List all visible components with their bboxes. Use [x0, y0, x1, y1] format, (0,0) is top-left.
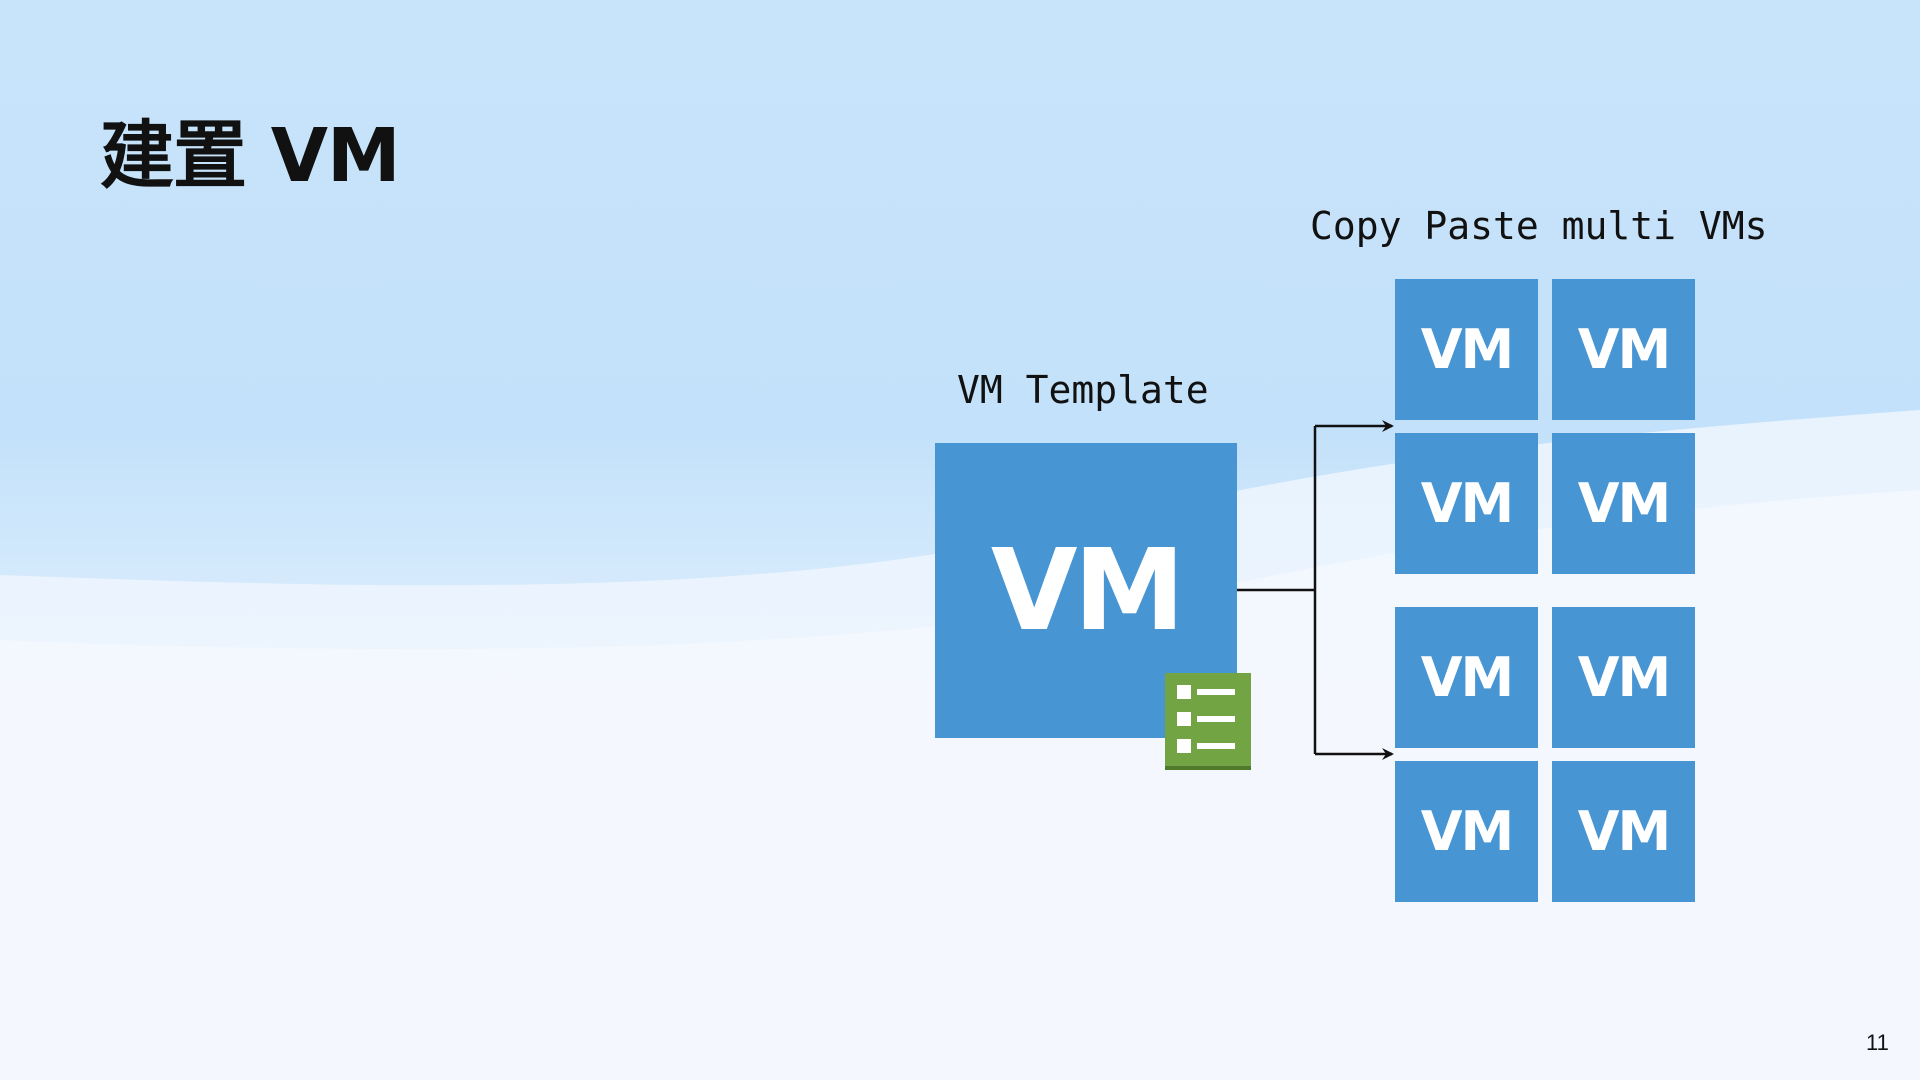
- vm-copy-label: VM: [1420, 800, 1515, 863]
- vm-copy-box: VM: [1552, 433, 1695, 574]
- vm-copy-box: VM: [1395, 607, 1538, 748]
- vm-copy-box: VM: [1552, 279, 1695, 420]
- checklist-icon: [1165, 673, 1251, 770]
- vm-copy-box: VM: [1552, 761, 1695, 902]
- vm-copy-label: VM: [1577, 472, 1672, 535]
- vm-copy-box: VM: [1395, 761, 1538, 902]
- vm-copy-label: VM: [1577, 800, 1672, 863]
- vm-copy-label: VM: [1420, 472, 1515, 535]
- slide-title: 建置 VM: [100, 113, 401, 199]
- copies-caption: Copy Paste multi VMs: [1310, 204, 1768, 248]
- vm-copy-box: VM: [1395, 433, 1538, 574]
- page-number: 11: [1866, 1030, 1889, 1055]
- vm-template-label: VM: [990, 525, 1185, 656]
- vm-copy-label: VM: [1577, 318, 1672, 381]
- vm-copy-label: VM: [1420, 318, 1515, 381]
- vm-copy-label: VM: [1420, 646, 1515, 709]
- template-caption: VM Template: [957, 368, 1209, 412]
- vm-copy-box: VM: [1552, 607, 1695, 748]
- vm-copy-label: VM: [1577, 646, 1672, 709]
- vm-copy-box: VM: [1395, 279, 1538, 420]
